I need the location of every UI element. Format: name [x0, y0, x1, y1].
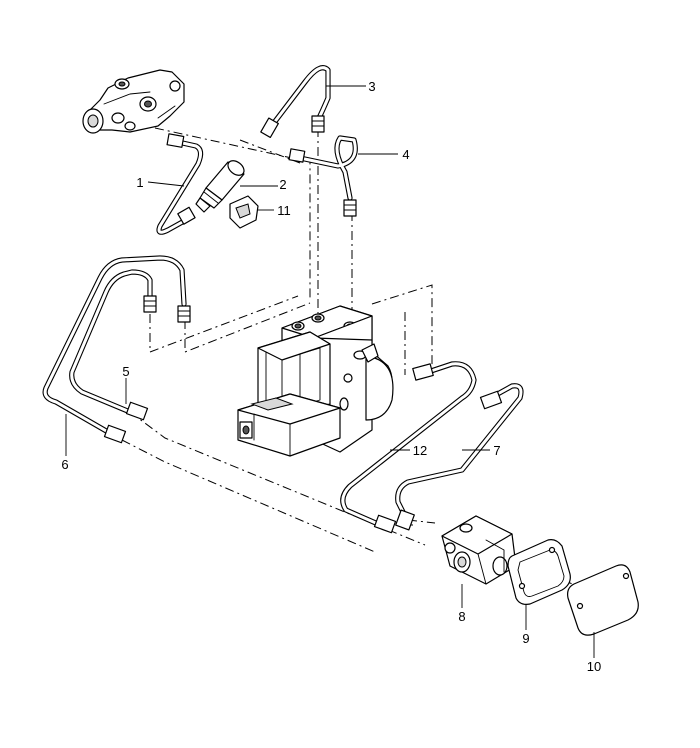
rubber-bracket [229, 195, 259, 229]
callout-leaders [65, 85, 595, 658]
brake-line-1 [156, 133, 204, 235]
callout-7: 7 [493, 443, 500, 458]
callout-12: 12 [413, 443, 427, 458]
brake-line-12 [340, 361, 477, 534]
callout-8: 8 [458, 609, 465, 624]
callout-9: 9 [522, 631, 529, 646]
callout-6: 6 [61, 457, 68, 472]
pressure-switch [195, 160, 245, 213]
callout-2: 2 [279, 177, 286, 192]
brake-line-6 [42, 255, 191, 444]
callout-4: 4 [402, 147, 409, 162]
brake-line-3 [260, 65, 331, 139]
callout-1: 1 [136, 175, 143, 190]
brake-line-7 [395, 383, 524, 531]
cover-plate [567, 564, 639, 636]
callout-3: 3 [368, 79, 375, 94]
callout-10: 10 [587, 659, 601, 674]
callout-5: 5 [122, 364, 129, 379]
callout-11: 11 [277, 203, 291, 218]
valve-body-assembly [82, 69, 185, 134]
gasket [507, 539, 571, 605]
proportioning-valve [441, 515, 517, 585]
brake-line-4 [288, 135, 358, 217]
brake-line-5 [69, 269, 157, 421]
callout-labels: 1 2 3 4 5 6 7 8 9 10 11 12 [61, 79, 601, 674]
abs-hydraulic-unit [237, 305, 394, 457]
